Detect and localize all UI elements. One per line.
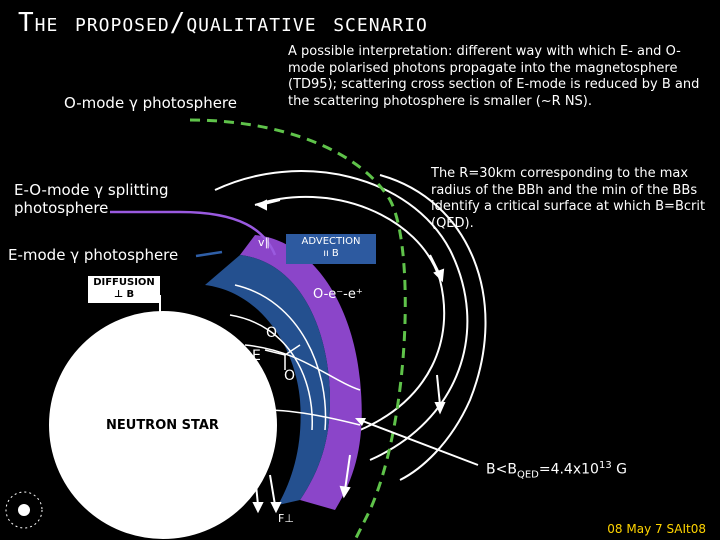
e-mode-region xyxy=(205,255,330,505)
b-less-text: B<B xyxy=(486,461,517,478)
inner-field-lines xyxy=(229,284,361,431)
footer-text: 08 May 7 SAIt08 xyxy=(607,522,706,536)
advection-line2: ıı B xyxy=(323,248,339,259)
star-logo-icon xyxy=(5,491,43,529)
o-top-label: O xyxy=(266,325,278,341)
eo-mode-leader xyxy=(110,210,277,256)
o-mode-label: O-mode γ photosphere xyxy=(64,94,237,112)
o-mode-photosphere-line xyxy=(189,118,407,540)
b-exponent: 13 xyxy=(598,460,612,471)
neutron-star xyxy=(47,309,279,540)
f-perp-label: F⊥ xyxy=(146,318,162,331)
pointer-arrowhead xyxy=(355,418,366,426)
neutron-star-label: NEUTRON STAR xyxy=(106,418,219,433)
diffusion-line1: DIFFUSION xyxy=(93,277,155,288)
critical-surface-text: The R=30km corresponding to the max radi… xyxy=(431,166,706,231)
pointer-line xyxy=(359,419,479,466)
field-line-3 xyxy=(379,174,487,481)
diffusion-box xyxy=(88,276,160,303)
advection-box xyxy=(286,234,376,264)
oee-label: O-e⁻-e⁺ xyxy=(313,287,363,302)
eo-mode-label: E-O-mode γ splitting photosphere xyxy=(14,181,169,217)
o-bottom-label: O xyxy=(284,368,296,384)
eo-mode-label-line2: photosphere xyxy=(14,199,109,217)
e-mode-label: E-mode γ photosphere xyxy=(8,246,179,264)
b-unit-text: G xyxy=(611,461,627,478)
page-title: The proposed/qualitative scenario xyxy=(18,8,428,38)
field-line-2 xyxy=(254,196,446,431)
eo-mode-label-line1: E-O-mode γ splitting xyxy=(14,181,169,199)
splitting-branches xyxy=(264,344,301,370)
eo-splitting-region xyxy=(240,235,362,510)
diffusion-text: DIFFUSION ⊥ B xyxy=(90,277,158,301)
diffusion-line2: ⊥ B xyxy=(113,289,135,300)
e-left-label: E xyxy=(252,348,261,364)
b-value-text: =4.4x10 xyxy=(538,461,599,478)
b-qed-formula: B<BQED=4.4x1013 G xyxy=(486,460,627,480)
e-mode-leader xyxy=(195,250,223,258)
advection-text: ADVECTION ıı B xyxy=(288,236,374,260)
b-qed-subscript: QED xyxy=(516,469,539,481)
v-parallel-label: v∥ xyxy=(258,236,271,249)
interpretation-text: A possible interpretation: different way… xyxy=(288,44,700,109)
advection-line1: ADVECTION xyxy=(301,236,361,247)
f-perp-bottom-label: F⊥ xyxy=(278,512,294,525)
arrows xyxy=(154,199,446,514)
